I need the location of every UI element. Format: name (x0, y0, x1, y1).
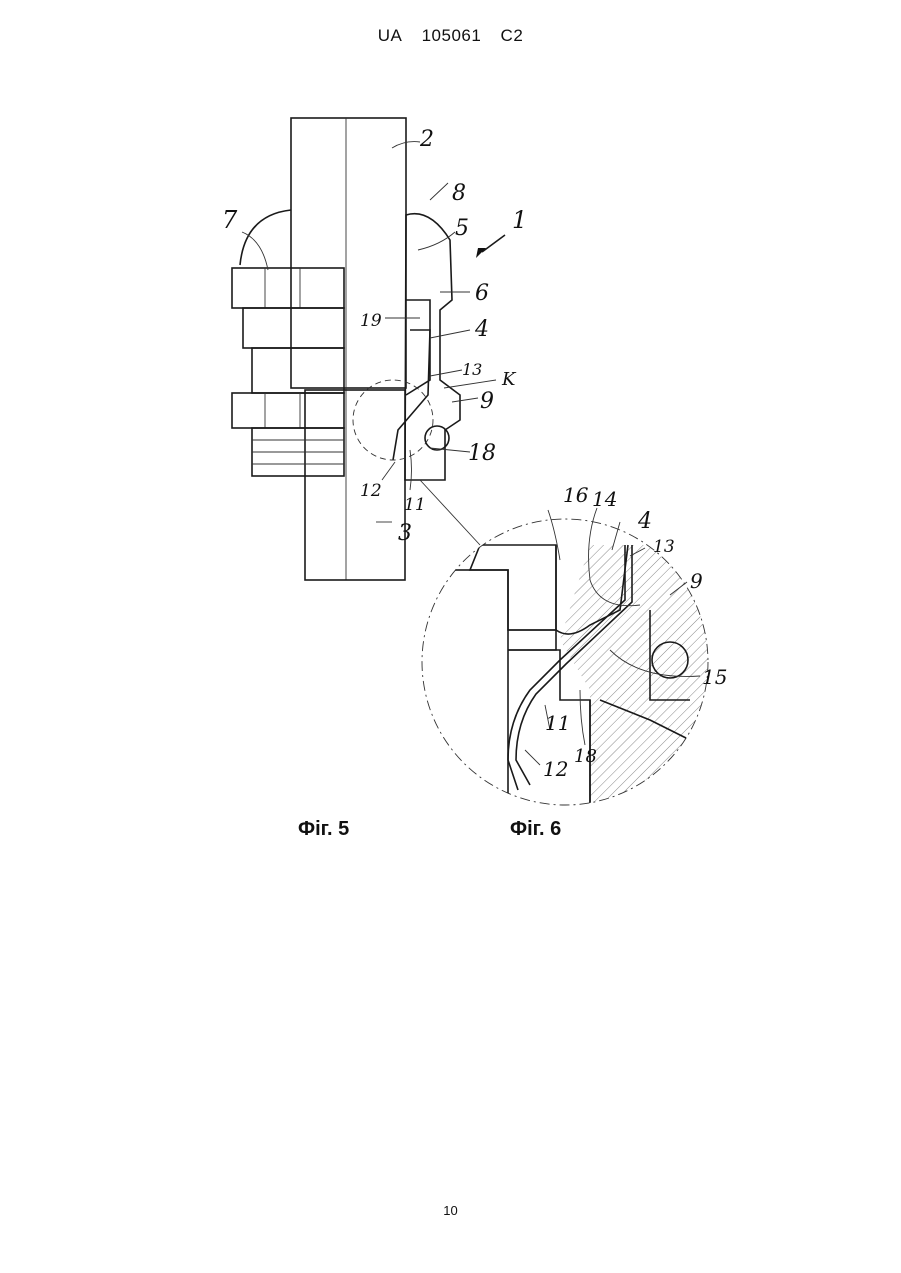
upper-nut (232, 268, 344, 308)
lower-nut (232, 393, 344, 428)
fig6-label-15: 15 (702, 665, 727, 689)
fig5-label-9: 9 (480, 389, 494, 414)
fig5-label-6: 6 (475, 281, 489, 306)
fig6-caption: Фiг. 6 (510, 818, 561, 841)
fig5-label-18: 18 (468, 441, 496, 466)
fig6-label-16: 16 (563, 483, 589, 507)
section-hatched (405, 214, 460, 480)
fig6-label-4: 4 (637, 509, 652, 534)
fig6-label-13: 13 (653, 537, 675, 557)
cable-lower (305, 390, 405, 580)
fig6-label-14: 14 (592, 487, 617, 511)
fig5-label-1: 1 (512, 206, 527, 234)
fig5-label-12: 12 (360, 481, 382, 501)
fig6-label-11: 11 (545, 711, 570, 735)
page-number: 10 (0, 1203, 901, 1218)
fig6-label-12: 12 (543, 757, 568, 781)
fig5-label-11: 11 (404, 495, 426, 515)
fig5-label-5: 5 (455, 216, 469, 241)
fig5-label-4: 4 (474, 317, 489, 342)
fig5-label-3: 3 (398, 521, 412, 546)
fig5-label-8: 8 (452, 181, 466, 206)
fig5-label-19: 19 (360, 311, 382, 331)
fig5-drawing: 2 8 1 5 7 6 19 4 13 K 9 18 12 11 3 (222, 118, 527, 580)
fig6-drawing: 16 14 4 13 9 15 11 18 12 (420, 483, 727, 810)
fig5-label-2: 2 (419, 127, 434, 152)
fig6-label-9: 9 (690, 569, 703, 593)
fig5-label-7: 7 (222, 206, 238, 234)
fig5-label-K: K (501, 369, 517, 390)
fig6-label-18: 18 (574, 746, 597, 767)
fig5-caption: Фiг. 5 (298, 818, 349, 841)
fig5-label-13: 13 (462, 360, 482, 379)
